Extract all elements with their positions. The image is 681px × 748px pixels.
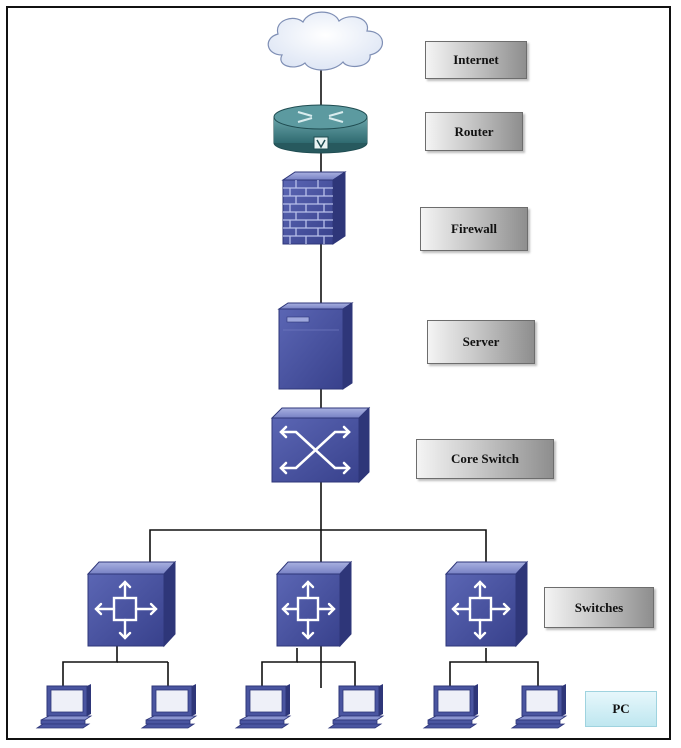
label-server: Server <box>427 320 535 364</box>
switch-icon <box>444 560 529 648</box>
switch-icon <box>86 560 177 648</box>
router-icon <box>273 104 368 154</box>
pc-icon <box>510 684 568 729</box>
pc-icon <box>234 684 292 729</box>
firewall-icon <box>281 171 347 245</box>
pc-group <box>35 684 568 729</box>
server-icon <box>277 302 354 390</box>
cloud-icon <box>267 11 383 71</box>
core-switch-icon <box>270 406 371 484</box>
switch-icon <box>275 560 353 648</box>
label-firewall: Firewall <box>420 207 528 251</box>
pc-icon <box>422 684 480 729</box>
label-core-switch: Core Switch <box>416 439 554 479</box>
pc-icon <box>35 684 93 729</box>
label-router: Router <box>425 112 523 151</box>
pc-icon <box>140 684 198 729</box>
label-internet: Internet <box>425 41 527 79</box>
pc-icon <box>327 684 385 729</box>
label-switches: Switches <box>544 587 654 628</box>
label-pc: PC <box>585 691 657 727</box>
